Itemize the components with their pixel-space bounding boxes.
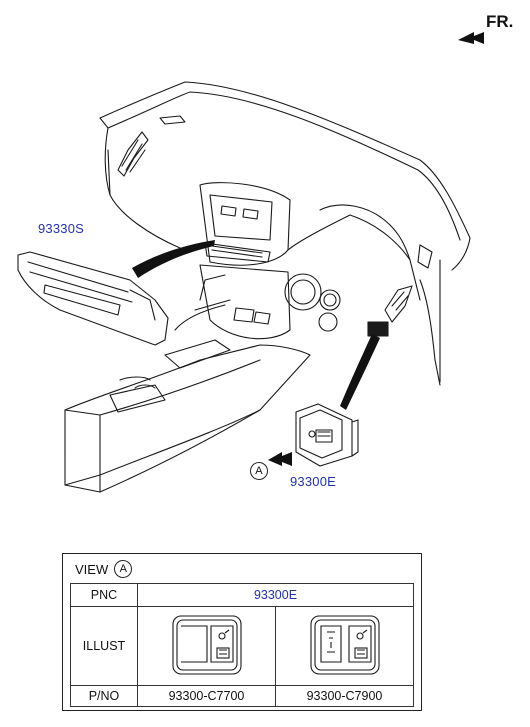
table-row-pno: P/NO 93300-C7700 93300-C7900 (70, 685, 414, 707)
illust-header: ILLUST (70, 606, 138, 686)
table-row-pnc: PNC 93300E (70, 583, 414, 607)
front-direction-arrow-icon (458, 32, 484, 44)
front-direction-label: FR. (486, 12, 514, 31)
dashboard-top-edge (99, 81, 471, 271)
switch-variant-2-illustration (309, 614, 380, 675)
table-row-illust: ILLUST (70, 606, 414, 686)
view-title-marker: A (114, 560, 133, 578)
illust-cell-1 (137, 606, 276, 686)
gauge-ring (284, 273, 322, 311)
pnc-header: PNC (70, 583, 138, 607)
left-air-vent (117, 131, 149, 177)
leader-arrow-right (340, 334, 380, 410)
part-number-table: PNC 93300E ILLUST (70, 583, 414, 707)
pno-header: P/NO (70, 685, 138, 707)
switch-mount-location (367, 321, 389, 337)
view-a-table-box: VIEW A PNC 93300E ILLUST (62, 553, 422, 711)
illust-cell-2 (275, 606, 414, 686)
right-air-vent (384, 285, 413, 323)
dashboard-exploded-diagram (17, 81, 471, 493)
floor-console (64, 344, 311, 486)
pno-value-2: 93300-C7900 (275, 685, 414, 707)
view-a-marker: A (250, 462, 268, 480)
view-title: VIEW A (75, 560, 133, 578)
view-a-arrow-icon (268, 452, 292, 466)
pnc-value: 93300E (137, 583, 414, 607)
leader-arrow-left (132, 240, 215, 278)
view-a-marker-text: A (250, 462, 268, 480)
pno-value-1: 93300-C7700 (137, 685, 276, 707)
view-title-text: VIEW (75, 561, 109, 577)
callout-93300E: 93300E (290, 474, 337, 489)
accessory-socket-panel (17, 251, 169, 346)
callout-93330S: 93330S (38, 221, 85, 236)
switch-variant-1-illustration (171, 614, 242, 675)
